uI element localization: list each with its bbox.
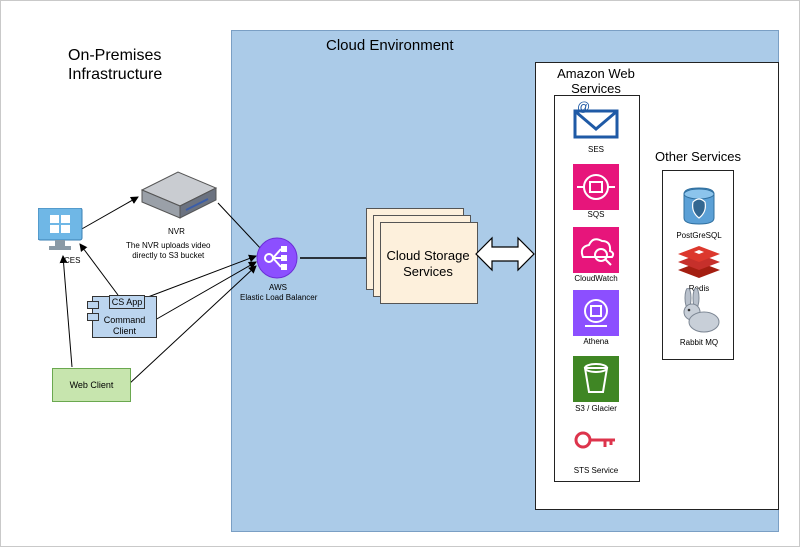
cloud-storage-label: Cloud Storage Services [386,248,470,279]
athena-icon [573,290,619,336]
storage-card-front [380,222,478,304]
bidirectional-arrow [475,236,535,272]
s3-glacier-label: S3 / Glacier [575,404,617,413]
on-premises-title: On-Premises Infrastructure [68,47,163,83]
component-tab-bottom [87,313,99,321]
sts-service-label: STS Service [573,466,619,475]
athena-label: Athena [583,337,609,346]
queue-icon [573,164,619,210]
aws-services-column [554,95,640,482]
cloud-environment-title: Cloud Environment [326,37,454,54]
ces-to-nvr-line [79,196,139,231]
component-tab-top [87,301,99,309]
rabbit-mq-label: Rabbit MQ [679,338,719,347]
elb-icon [255,236,299,280]
postgresql-icon [676,184,722,230]
cs-app-component: CS App Command Client [87,295,157,338]
redis-label: Redis [688,284,710,293]
nvr-server-icon [140,171,218,219]
ses-label: SES [587,145,604,154]
svg-text:@: @ [577,99,590,114]
cs-app-label: CS App [109,295,145,309]
sqs-label: SQS [587,210,605,219]
web-client-to-ces-line [59,255,73,368]
ces-computer [37,207,84,254]
key-icon [573,420,619,466]
redis-icon [676,240,722,286]
web-client-to-elb-line [128,265,257,385]
ces-label: CES [64,256,81,265]
bucket-icon [573,356,619,402]
cs-app-to-ces-line [79,243,119,296]
email-icon: @ [573,99,619,145]
web-client-box: Web Client [52,368,131,402]
nvr-note: The NVR uploads video directly to S3 buc… [126,241,211,260]
rabbit-icon [674,287,720,334]
other-services-title: Other Services [655,149,741,164]
nvr-device [138,170,218,222]
cloudwatch-label: CloudWatch [574,274,618,283]
command-client-to-elb-line [154,261,257,321]
nvr-to-elb-line [217,202,263,251]
csapp-to-elb-line [139,254,257,301]
aws-title: Amazon Web Services [557,66,635,96]
nvr-label: NVR [168,227,185,236]
command-client-label: Command Client [103,315,146,336]
elb-label: AWS Elastic Load Balancer [240,283,318,302]
postgresql-label: PostGreSQL [676,231,722,240]
windows-monitor-icon [37,207,83,250]
cloudwatch-icon [573,227,619,273]
